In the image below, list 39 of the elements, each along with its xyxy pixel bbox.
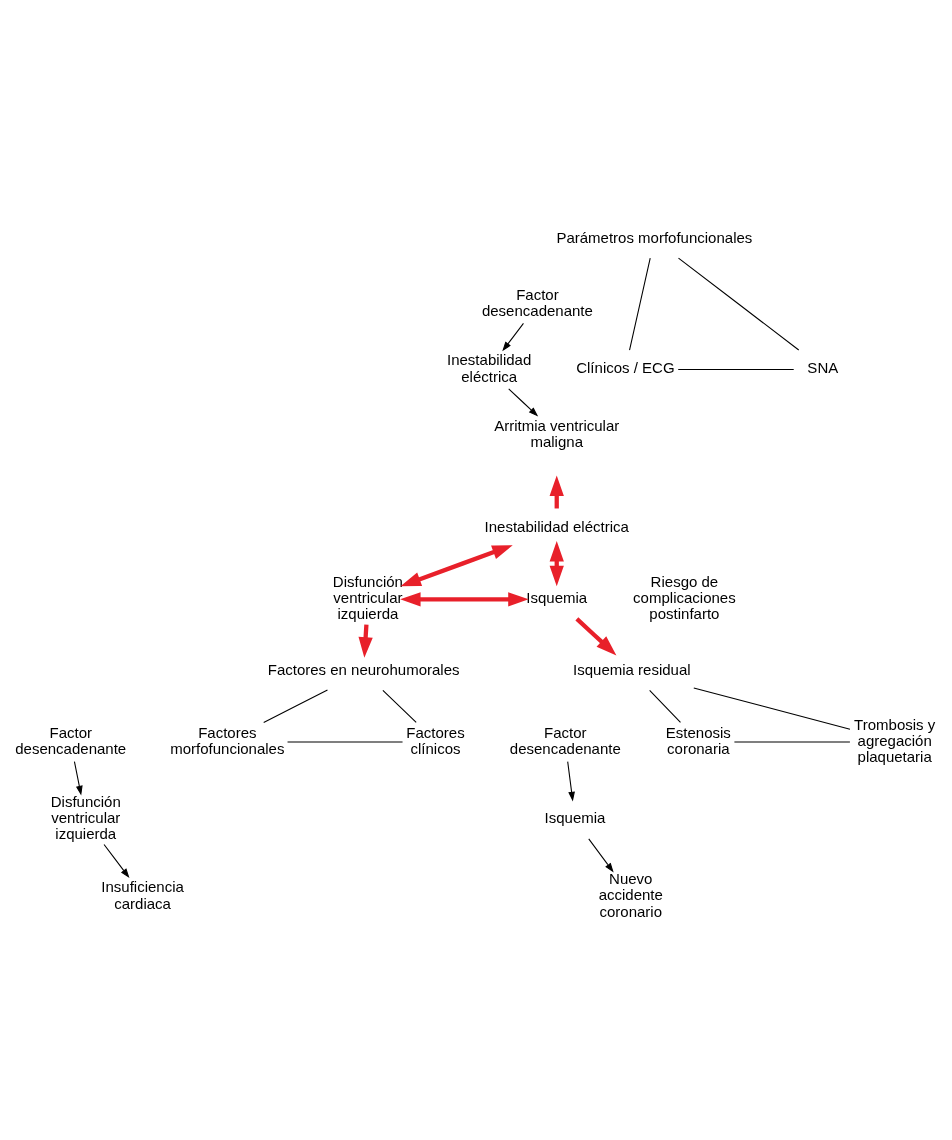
arrow (400, 591, 529, 606)
node-text: Isquemia (526, 588, 588, 606)
node-text: Factores morfofuncionales (170, 723, 285, 757)
node-text: Inestabilidad eléctrica (447, 350, 532, 385)
node-text: Factor desencadenante (509, 723, 621, 757)
arrow (73, 760, 83, 795)
connector (629, 257, 651, 351)
node-text: Nuevo accidente coronario (598, 869, 663, 920)
connector (382, 689, 417, 723)
connector (693, 687, 851, 730)
arrow (502, 322, 524, 351)
node-text: Factor desencadenante (481, 285, 593, 319)
arrow (575, 616, 617, 655)
arrow (103, 843, 130, 878)
label: Riesgo de complicaciones postinfarto (633, 572, 736, 622)
node-text: Disfunción ventricular izquierda (332, 572, 403, 622)
connector (263, 689, 328, 723)
node-text: Factores clínicos (406, 723, 465, 757)
node-text: Parámetros morfofuncionales (556, 228, 753, 246)
connector (677, 257, 800, 351)
connector (649, 689, 681, 723)
arrow (567, 760, 575, 801)
node-text: Disfunción ventricular izquierda (50, 792, 121, 842)
arrow (400, 544, 513, 586)
node-text: Arritmia ventricular maligna (494, 416, 620, 450)
node-text: Trombosis y agregación plaquetaria (854, 715, 936, 765)
arrow (508, 387, 539, 416)
node-text: Inestabilidad eléctrica (484, 517, 629, 535)
node-text: Isquemia (544, 808, 606, 826)
connector (677, 368, 795, 370)
node-text: Factor desencadenante (15, 723, 127, 757)
arrow (549, 540, 564, 586)
arrow (588, 837, 614, 872)
node-text: SNA (807, 358, 839, 376)
node-text: Insuficiencia cardiaca (101, 877, 184, 912)
node-text: Isquemia residual (573, 660, 691, 678)
node-text: Estenosis coronaria (665, 723, 731, 757)
node-text: Factores en neurohumorales (267, 660, 460, 678)
node-text: Clínicos / ECG (576, 358, 675, 376)
